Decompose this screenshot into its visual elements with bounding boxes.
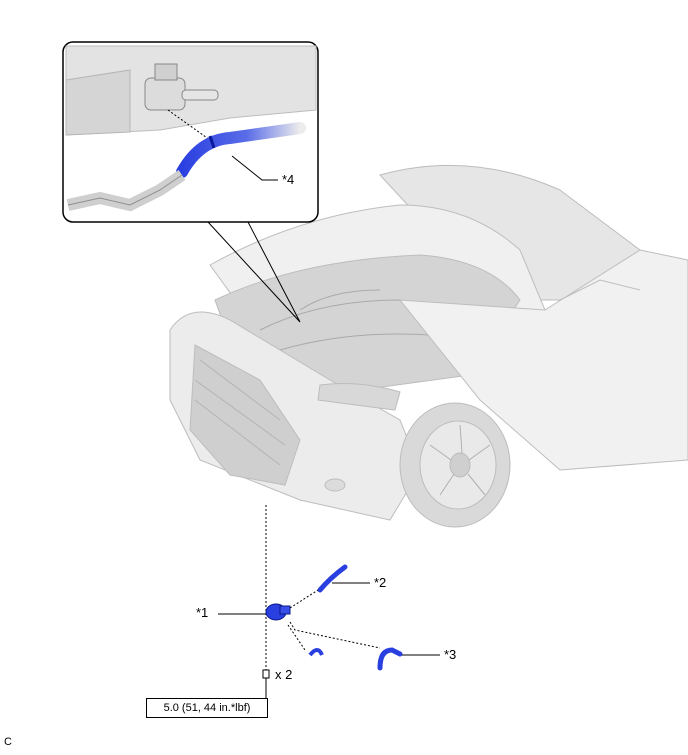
headlight xyxy=(317,383,401,411)
part-2-hose xyxy=(317,564,348,593)
detail-inset xyxy=(62,41,319,323)
torque-spec-box: 5.0 (51, 44 in.*lbf) xyxy=(146,698,268,718)
door-line xyxy=(559,279,641,301)
fog-light xyxy=(324,478,346,492)
callout-1: *1 xyxy=(196,605,209,620)
vehicle-illustration xyxy=(169,164,688,528)
callout-4: *4 xyxy=(282,172,295,187)
small-elbow xyxy=(308,648,324,657)
callout-2: *2 xyxy=(374,575,387,590)
bolt xyxy=(262,669,270,684)
part-1-pump xyxy=(265,603,291,621)
part-3-hose xyxy=(377,647,403,671)
bolt-quantity: x 2 xyxy=(275,667,293,682)
callout-3: *3 xyxy=(444,647,457,662)
figure-code: C xyxy=(4,736,12,748)
grille xyxy=(189,344,301,486)
hose-4-highlight xyxy=(176,122,306,178)
exploded-parts xyxy=(218,505,440,708)
